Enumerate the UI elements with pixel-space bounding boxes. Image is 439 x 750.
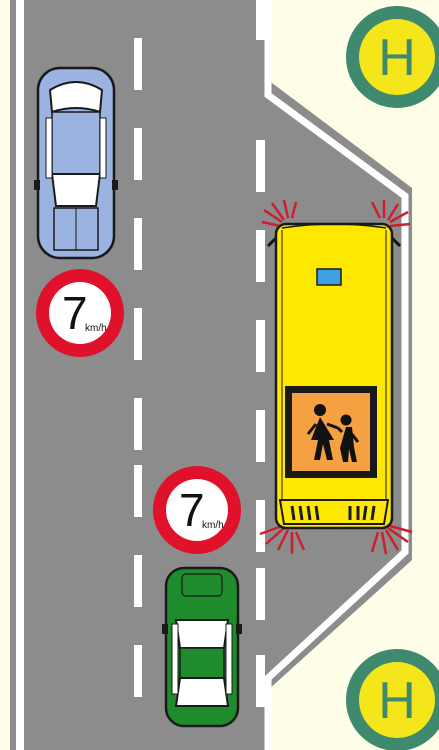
speed-limit-unit: km/h xyxy=(202,520,224,531)
bus-stop-letter: H xyxy=(378,29,416,87)
speed-limit-sign-2: 7 km/h xyxy=(153,466,241,554)
road-edge-left xyxy=(16,0,24,750)
speed-limit-sign-1: 7 km/h xyxy=(36,269,124,357)
school-bus-sign xyxy=(285,386,377,478)
speed-limit-unit: km/h xyxy=(85,323,107,334)
bus-stop-letter: H xyxy=(378,672,416,730)
roof-hatch xyxy=(317,269,341,285)
speed-limit-number: 7 xyxy=(62,287,88,339)
blue-car xyxy=(34,68,118,258)
school-bus xyxy=(260,200,412,554)
green-car xyxy=(162,568,242,726)
speed-limit-number: 7 xyxy=(179,484,205,536)
